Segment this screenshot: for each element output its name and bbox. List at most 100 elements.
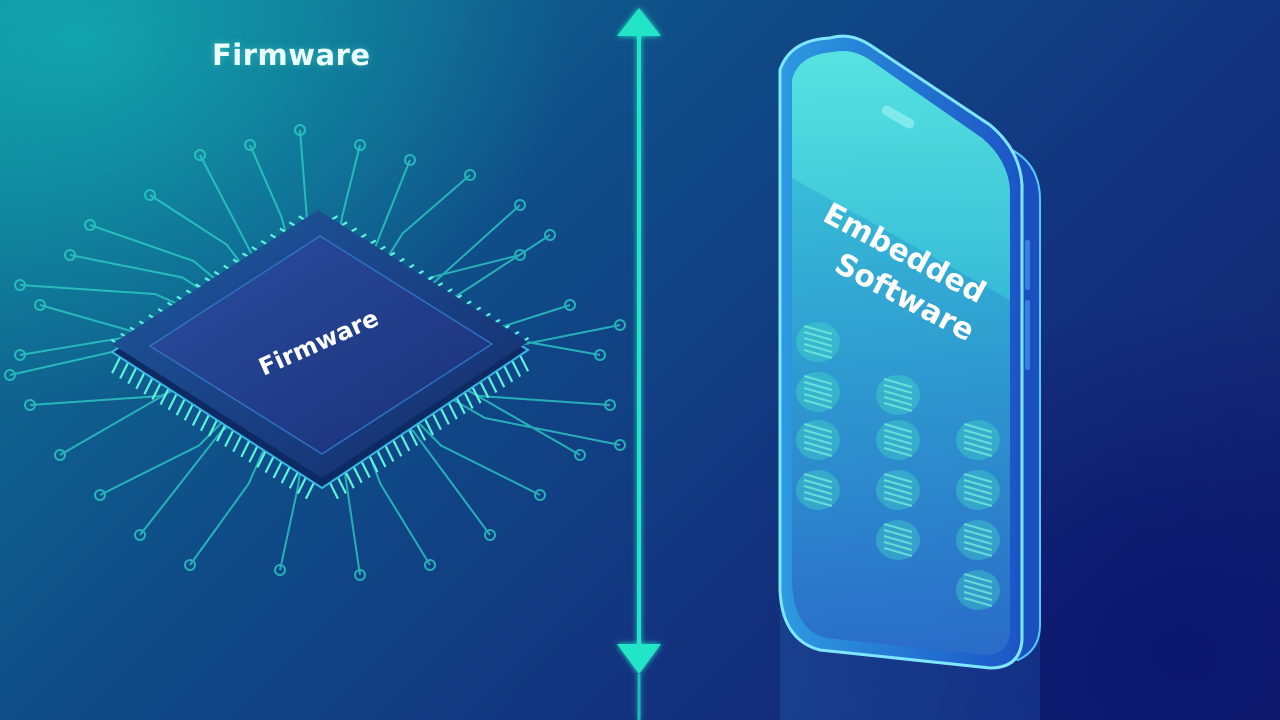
circuit-node [184,559,196,571]
circuit-node [54,449,66,461]
chip-pin [424,418,434,436]
circuit-node [134,529,146,541]
phone-button [1025,300,1030,370]
app-icon-line [963,497,993,507]
app-icon-line [883,491,913,501]
app-icon-line [803,399,833,409]
chip-pin [400,434,411,452]
chip-pin [167,393,178,411]
chip-pin [463,391,474,409]
app-icon-line [963,479,993,489]
chip-pin [216,424,227,442]
circuit-node [464,169,476,181]
app-icon-line [803,423,833,433]
chip-pin [272,461,283,479]
app-icon-line [883,378,913,388]
chip-pin [416,423,427,441]
app-icon-line [963,491,993,501]
circuit-node [404,154,416,166]
chip-pin [352,466,363,484]
chip-pin [495,370,506,388]
app-icon-line [883,473,913,483]
chip-pin [191,409,202,427]
app-icon-line [963,485,993,495]
app-icon-line [883,390,913,400]
chip-pin [288,471,299,489]
app-icon-line [883,529,913,539]
app-icon-line [803,349,833,359]
app-icon-line [963,447,993,457]
chip-pin [175,398,186,416]
app-icon-line [963,523,993,533]
circuit-node [64,249,76,261]
app-icon-line [883,402,913,412]
circuit-node [84,219,96,231]
circuit-node [574,449,586,461]
chip-pin [392,439,403,457]
app-icon-line [963,547,993,557]
chip-pin [208,419,218,437]
app-icon-line [883,384,913,394]
circuit-node [34,299,46,311]
circuit-node [544,229,556,241]
chip-inner-face [148,235,494,455]
app-icons [796,322,1000,610]
chip-pin [248,445,259,463]
app-icon-line [803,375,833,385]
circuit-node [534,489,546,501]
app-icon-line [803,473,833,483]
chip-pin [455,397,466,415]
chip-pin [240,440,251,458]
app-icon-line [883,547,913,557]
app-icon-line [803,497,833,507]
app-icon-line [883,447,913,457]
app-icon-line [883,485,913,495]
circuit-node [614,439,626,451]
chip-pin [119,361,130,379]
app-icon-line [883,441,913,451]
chip-pin [232,435,243,453]
app-icon-line [963,423,993,433]
circuit-node [144,189,156,201]
chip-pin [376,450,387,468]
app-icon-line [803,393,833,403]
chip-pin [431,413,442,431]
app-icon-line [803,447,833,457]
chip-pin [151,382,162,400]
chip-pin [224,429,235,447]
chip-pin [256,450,267,468]
circuit-node [244,139,256,151]
chip-pin [183,403,194,421]
app-icon-line [963,535,993,545]
phone-header-band [792,51,1010,300]
app-icon-line [803,343,833,353]
app-icon-line [883,541,913,551]
circuit-node [354,139,366,151]
chip-pin [336,476,347,494]
chip-pin [439,407,450,425]
chip-pin [111,356,122,374]
circuit-node [424,559,436,571]
firmware-heading: Firmware [212,38,371,72]
app-icon-line [963,429,993,439]
circuit-node [484,529,496,541]
app-icon-line [963,579,993,589]
circuit-node [14,349,26,361]
chip-pin [127,367,138,385]
smartphone: Embedded Software [778,34,1041,720]
chip-pin [159,388,170,406]
chip-pin [519,354,530,372]
circuit-node [14,279,26,291]
app-icon-line [883,423,913,433]
chip-pin [479,381,490,399]
app-icon-line [803,331,833,341]
chip-pin [280,466,291,484]
chip-pin [328,482,339,500]
circuit-node [94,489,106,501]
circuit-node [514,199,526,211]
app-icon-line [963,529,993,539]
app-icon-line [803,429,833,439]
circuit-node [354,569,366,581]
